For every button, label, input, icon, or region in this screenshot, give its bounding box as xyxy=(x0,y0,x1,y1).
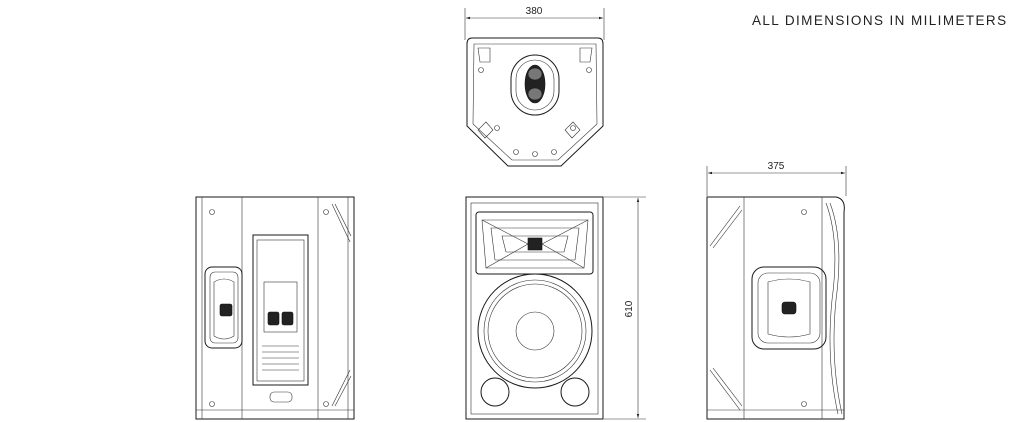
top-width-dimension: 380 xyxy=(464,6,605,40)
rear-view xyxy=(195,196,355,420)
front-view: 610 xyxy=(465,196,646,420)
side-view: 375 xyxy=(706,161,847,420)
top-width-label: 380 xyxy=(526,6,543,17)
side-depth-label: 375 xyxy=(768,161,785,172)
front-height-dimension: 610 xyxy=(604,196,646,420)
front-height-label: 610 xyxy=(624,300,635,317)
side-depth-dimension: 375 xyxy=(706,161,847,196)
units-note: ALL DIMENSIONS IN MILIMETERS xyxy=(752,13,1008,28)
top-view: 380 xyxy=(464,6,605,167)
